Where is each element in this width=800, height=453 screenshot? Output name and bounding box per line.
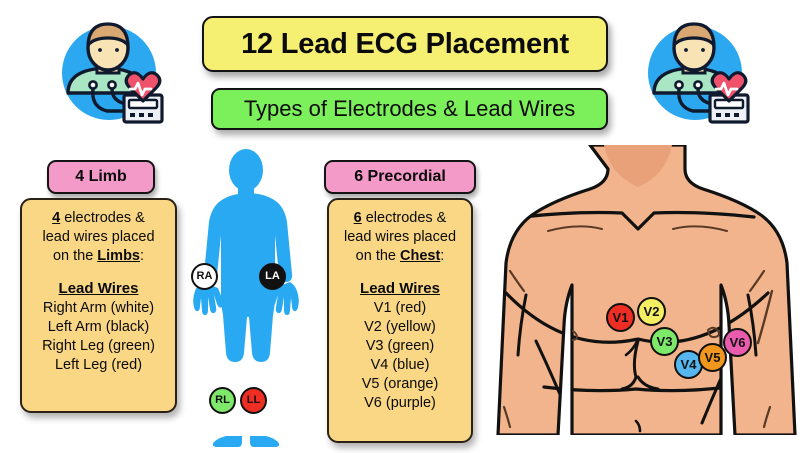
precordial-intro-line-1: 6 electrodes & — [353, 210, 447, 226]
limb-info-card: 4 electrodes & lead wires placed on the … — [20, 198, 177, 413]
ecg-patient-monitor-icon — [635, 15, 759, 129]
electrode-v6-label: V6 — [729, 335, 746, 350]
precordial-lead-wires-header: Lead Wires — [360, 280, 440, 297]
precordial-lead-item: V4 (blue) — [370, 357, 430, 373]
badge-6-precordial-label: 6 Precordial — [354, 168, 446, 185]
electrode-v1-label: V1 — [612, 310, 629, 325]
electrode-rl[interactable]: RL — [209, 387, 236, 414]
body-silhouette-figure — [178, 148, 314, 448]
electrode-ll[interactable]: LL — [240, 387, 267, 414]
precordial-lead-item: V1 (red) — [373, 300, 427, 316]
precordial-intro-line-2: lead wires placed — [343, 229, 457, 245]
page-subtitle-text: Types of Electrodes & Lead Wires — [243, 96, 576, 121]
limb-lead-item: Right Leg (green) — [42, 338, 155, 354]
electrode-la-label: LA — [265, 270, 280, 282]
precordial-lead-item: V3 (green) — [365, 338, 435, 354]
precordial-lead-item: V6 (purple) — [364, 395, 436, 411]
electrode-v6[interactable]: V6 — [723, 328, 752, 357]
electrode-v5-label: V5 — [704, 350, 721, 365]
badge-6-precordial: 6 Precordial — [324, 160, 476, 194]
limb-intro-line-1: 4 electrodes & — [52, 210, 145, 226]
ecg-patient-monitor-icon — [45, 15, 169, 129]
electrode-v3[interactable]: V3 — [650, 327, 679, 356]
badge-4-limb-label: 4 Limb — [75, 168, 127, 185]
electrode-rl-label: RL — [215, 394, 230, 406]
limb-intro-line-2: lead wires placed — [42, 229, 155, 245]
limb-lead-wires-header: Lead Wires — [58, 280, 139, 297]
electrode-v3-label: V3 — [656, 334, 673, 349]
page-title-text: 12 Lead ECG Placement — [241, 27, 569, 60]
electrode-ra[interactable]: RA — [191, 263, 218, 290]
electrode-v4-label: V4 — [680, 357, 697, 372]
electrode-ra-label: RA — [196, 270, 213, 282]
page-subtitle: Types of Electrodes & Lead Wires — [211, 88, 608, 130]
limb-intro-line-3: on the Limbs: — [52, 248, 145, 264]
electrode-v1[interactable]: V1 — [606, 303, 635, 332]
precordial-lead-item: V5 (orange) — [361, 376, 439, 392]
limb-lead-item: Right Arm (white) — [42, 300, 155, 316]
electrode-v5[interactable]: V5 — [698, 343, 727, 372]
electrode-v2-label: V2 — [643, 304, 660, 319]
electrode-la[interactable]: LA — [259, 263, 286, 290]
precordial-intro-line-3: on the Chest: — [355, 248, 445, 264]
chest-anatomy-figure — [470, 143, 800, 437]
precordial-lead-item: V2 (yellow) — [364, 319, 436, 335]
page-title: 12 Lead ECG Placement — [202, 16, 608, 72]
limb-lead-item: Left Leg (red) — [54, 357, 143, 373]
limb-lead-item: Left Arm (black) — [47, 319, 150, 335]
badge-4-limb: 4 Limb — [47, 160, 155, 194]
electrode-v2[interactable]: V2 — [637, 297, 666, 326]
precordial-info-card: 6 electrodes & lead wires placed on the … — [327, 198, 473, 443]
electrode-ll-label: LL — [246, 394, 261, 406]
